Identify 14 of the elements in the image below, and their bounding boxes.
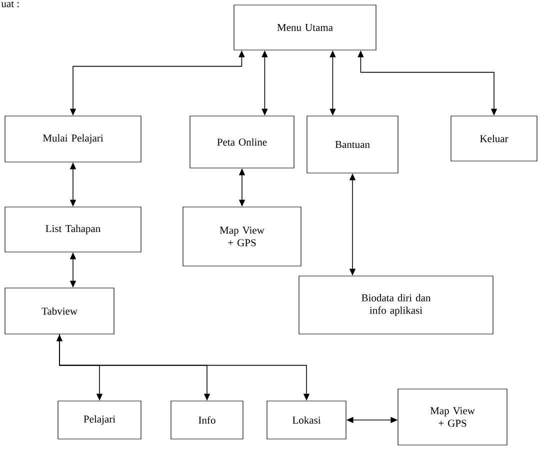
menu-box: Info	[170, 400, 244, 440]
menu-box: Map View + GPS	[398, 388, 508, 446]
menu-box: Bantuan	[306, 116, 398, 174]
menu-box: Mulai Pelajari	[4, 116, 142, 162]
menu-box: Lokasi	[266, 400, 346, 440]
menu-box: Keluar	[450, 116, 538, 162]
menu-box: Peta Online	[190, 116, 294, 168]
menu-box: List Tahapan	[4, 206, 142, 252]
menu-box: Menu Utama	[234, 4, 376, 50]
menu-box: Pelajari	[58, 400, 142, 440]
menu-box: Map View + GPS	[182, 206, 302, 266]
menu-box: Biodata diri dan info aplikasi	[298, 276, 494, 334]
menu-box: Tabview	[4, 288, 114, 334]
caption-text: uat :	[1, 1, 19, 8]
